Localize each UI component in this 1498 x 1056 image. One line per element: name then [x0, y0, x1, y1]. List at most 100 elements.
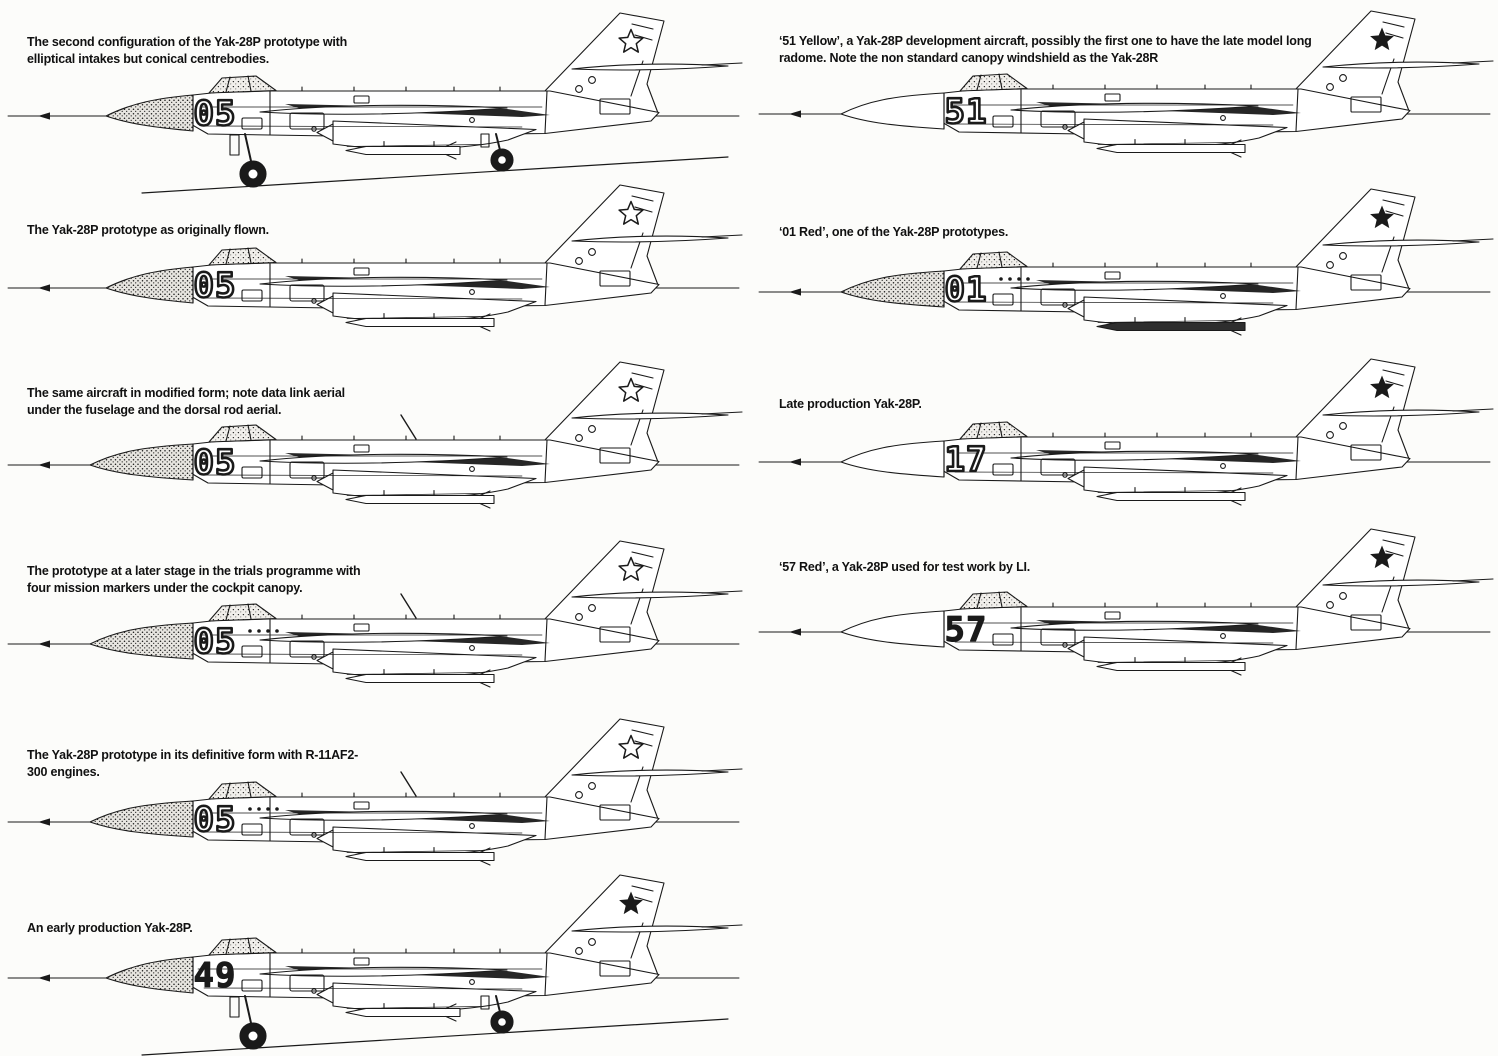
radome — [840, 270, 945, 308]
aircraft-drawing: 05 — [7, 718, 743, 866]
figure-yak-28p-as-originally-flown: 05 — [2, 176, 747, 346]
fin-star-outline — [618, 556, 644, 581]
landing-gear — [141, 995, 729, 1056]
fin-star-outline — [618, 200, 644, 225]
missile — [345, 145, 461, 156]
bort-number: 17 — [945, 440, 988, 480]
aircraft-drawing: 49 — [7, 874, 743, 1056]
mission-marker — [275, 629, 279, 633]
aircraft-drawing: 57 — [758, 528, 1494, 676]
bort-number: 05 — [194, 800, 237, 840]
figure-yak-28p-trials-programme: 05 — [2, 523, 747, 700]
bort-number: 51 — [945, 92, 988, 132]
cockpit-canopy — [208, 937, 277, 956]
figure-yak-28p-late-production: 17 — [753, 348, 1498, 518]
fin-star-solid — [1370, 205, 1394, 229]
missile — [1096, 491, 1246, 502]
missile — [1096, 143, 1246, 154]
bort-number: 05 — [194, 622, 237, 662]
mission-marker — [1017, 277, 1021, 281]
radome — [840, 610, 945, 648]
bort-number: 49 — [194, 956, 237, 996]
figure-yak-28p-57-red: 57 — [753, 516, 1498, 692]
bort-number: 57 — [945, 610, 988, 650]
fin-star-solid — [619, 891, 643, 915]
aircraft-drawing: 05 — [7, 361, 743, 509]
fin-star-outline — [618, 28, 644, 53]
fin-star-solid — [1370, 545, 1394, 569]
figure-caption-yak-28p-definitive-form: The Yak-28P prototype in its definitive … — [27, 748, 359, 779]
cockpit-canopy — [959, 591, 1028, 610]
figure-yak-28p-modified-form: 05 — [2, 346, 747, 520]
mission-marker — [1026, 277, 1030, 281]
intake-cone — [1067, 121, 1085, 140]
aircraft-drawing: 51 — [758, 10, 1494, 158]
missile — [345, 851, 495, 862]
missile — [345, 494, 495, 505]
radome — [105, 94, 194, 132]
intake-cone — [316, 829, 334, 848]
landing-gear — [141, 133, 729, 194]
fin-star-outline — [618, 734, 644, 759]
missile — [345, 673, 495, 684]
mission-marker — [257, 629, 261, 633]
mission-marker — [275, 807, 279, 811]
cockpit-canopy — [208, 424, 277, 443]
mission-marker — [1008, 277, 1012, 281]
intake-cone — [316, 985, 334, 1004]
radome — [105, 266, 194, 304]
radome — [840, 440, 945, 478]
cockpit-canopy — [208, 603, 277, 622]
bort-number: 05 — [194, 94, 237, 134]
fin-star-outline — [618, 377, 644, 402]
figure-caption-yak-28p-second-configuration: The second configuration of the Yak-28P … — [27, 35, 348, 66]
cockpit-canopy — [959, 251, 1028, 270]
figure-yak-28p-51-yellow: 51 — [753, 0, 1498, 174]
figure-caption-yak-28p-51-yellow: ‘51 Yellow’, a Yak-28P development aircr… — [779, 34, 1312, 65]
radome — [89, 800, 194, 838]
cockpit-canopy — [208, 781, 277, 800]
intake-cone — [316, 295, 334, 314]
aircraft-drawing: 05 — [7, 184, 743, 332]
cockpit-canopy — [959, 73, 1028, 92]
radome — [105, 956, 194, 994]
radome — [840, 92, 945, 130]
figure-caption-yak-28p-57-red: ‘57 Red’, a Yak-28P used for test work b… — [779, 560, 1031, 574]
figure-yak-28p-definitive-form: 05 — [2, 701, 747, 878]
mission-marker — [999, 277, 1003, 281]
missile — [345, 317, 495, 328]
intake-cone — [316, 472, 334, 491]
aircraft-drawing: 01 — [758, 188, 1494, 336]
radome — [89, 622, 194, 660]
missile — [1096, 321, 1246, 332]
figure-yak-28p-early-production: 49 — [2, 866, 747, 1056]
aircraft-drawing: 05 — [7, 12, 743, 194]
missile — [345, 1007, 461, 1018]
fin-star-solid — [1370, 27, 1394, 51]
intake-cone — [1067, 469, 1085, 488]
intake-cone — [316, 123, 334, 142]
figure-caption-yak-28p-modified-form: The same aircraft in modified form; note… — [27, 386, 345, 417]
figure-caption-yak-28p-01-red: ‘01 Red’, one of the Yak-28P prototypes. — [779, 225, 1009, 239]
figure-yak-28p-01-red: 01 — [753, 178, 1498, 352]
bort-number: 01 — [945, 270, 988, 310]
figure-caption-yak-28p-late-production: Late production Yak-28P. — [779, 397, 922, 411]
mission-marker — [248, 807, 252, 811]
cockpit-canopy — [208, 247, 277, 266]
mission-marker — [266, 629, 270, 633]
missile — [1096, 661, 1246, 672]
figure-caption-yak-28p-trials-programme: The prototype at a later stage in the tr… — [27, 564, 361, 595]
figure-caption-yak-28p-as-originally-flown: The Yak-28P prototype as originally flow… — [27, 223, 269, 237]
intake-cone — [316, 651, 334, 670]
bort-number: 05 — [194, 266, 237, 306]
mission-marker — [257, 807, 261, 811]
mission-marker — [248, 629, 252, 633]
radome — [89, 443, 194, 481]
cockpit-canopy — [208, 75, 277, 94]
figure-caption-yak-28p-early-production: An early production Yak-28P. — [27, 921, 193, 935]
mission-marker — [266, 807, 270, 811]
bort-number: 05 — [194, 443, 237, 483]
intake-cone — [1067, 639, 1085, 658]
aircraft-drawing: 05 — [7, 540, 743, 688]
